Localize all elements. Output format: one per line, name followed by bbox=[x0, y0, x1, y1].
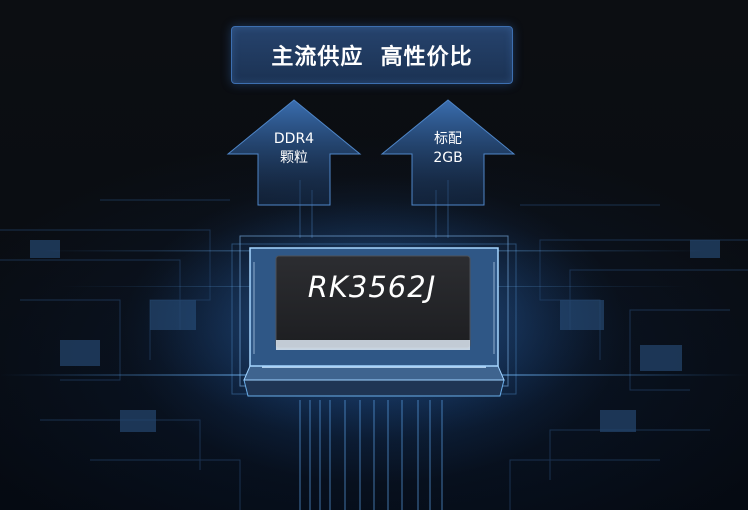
arrow-label-ddr4: DDR4 颗粒 bbox=[259, 130, 329, 168]
chip-model-label: RK3562J bbox=[307, 270, 437, 304]
up-arrow-icon bbox=[226, 99, 362, 206]
arrow-label-line1: 标配 bbox=[434, 131, 462, 147]
up-arrow-icon bbox=[380, 99, 516, 206]
arrow-label-line1: DDR4 bbox=[273, 131, 315, 147]
arrow-label-line2: 2GB bbox=[433, 150, 463, 166]
arrow-label-memory: 标配 2GB bbox=[413, 130, 483, 168]
arrow-label-line2: 颗粒 bbox=[280, 150, 308, 166]
headline-text: 主流供应 高性价比 bbox=[271, 45, 473, 70]
headline-banner: 主流供应 高性价比 bbox=[231, 26, 513, 84]
